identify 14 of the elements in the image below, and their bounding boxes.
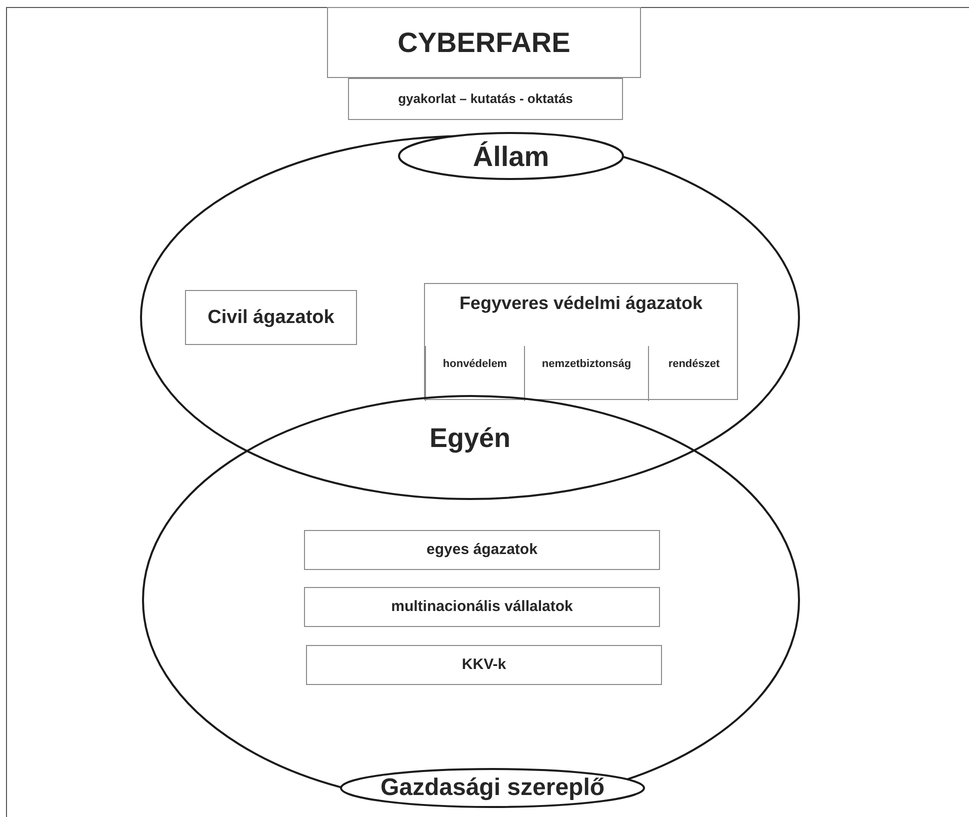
box-heading: Fegyveres védelmi ágazatok bbox=[459, 292, 703, 314]
state-ellipse bbox=[140, 135, 800, 500]
category-box: KKV-k bbox=[306, 645, 662, 685]
subtitle-box: gyakorlat – kutatás - oktatás bbox=[348, 78, 623, 120]
sector-cell: honvédelem bbox=[425, 346, 524, 401]
category-box: egyes ágazatok bbox=[304, 530, 660, 570]
title-box: CYBERFARE bbox=[327, 7, 641, 78]
sector-cell: nemzetbiztonság bbox=[524, 346, 648, 401]
label-ellipse: Gazdasági szereplő bbox=[340, 768, 645, 808]
sector-box bbox=[424, 283, 738, 400]
sector-cell: rendészet bbox=[648, 346, 739, 401]
sector-box: Civil ágazatok bbox=[185, 290, 357, 345]
category-box: multinacionális vállalatok bbox=[304, 587, 660, 627]
overlap-label: Egyén bbox=[428, 422, 512, 455]
